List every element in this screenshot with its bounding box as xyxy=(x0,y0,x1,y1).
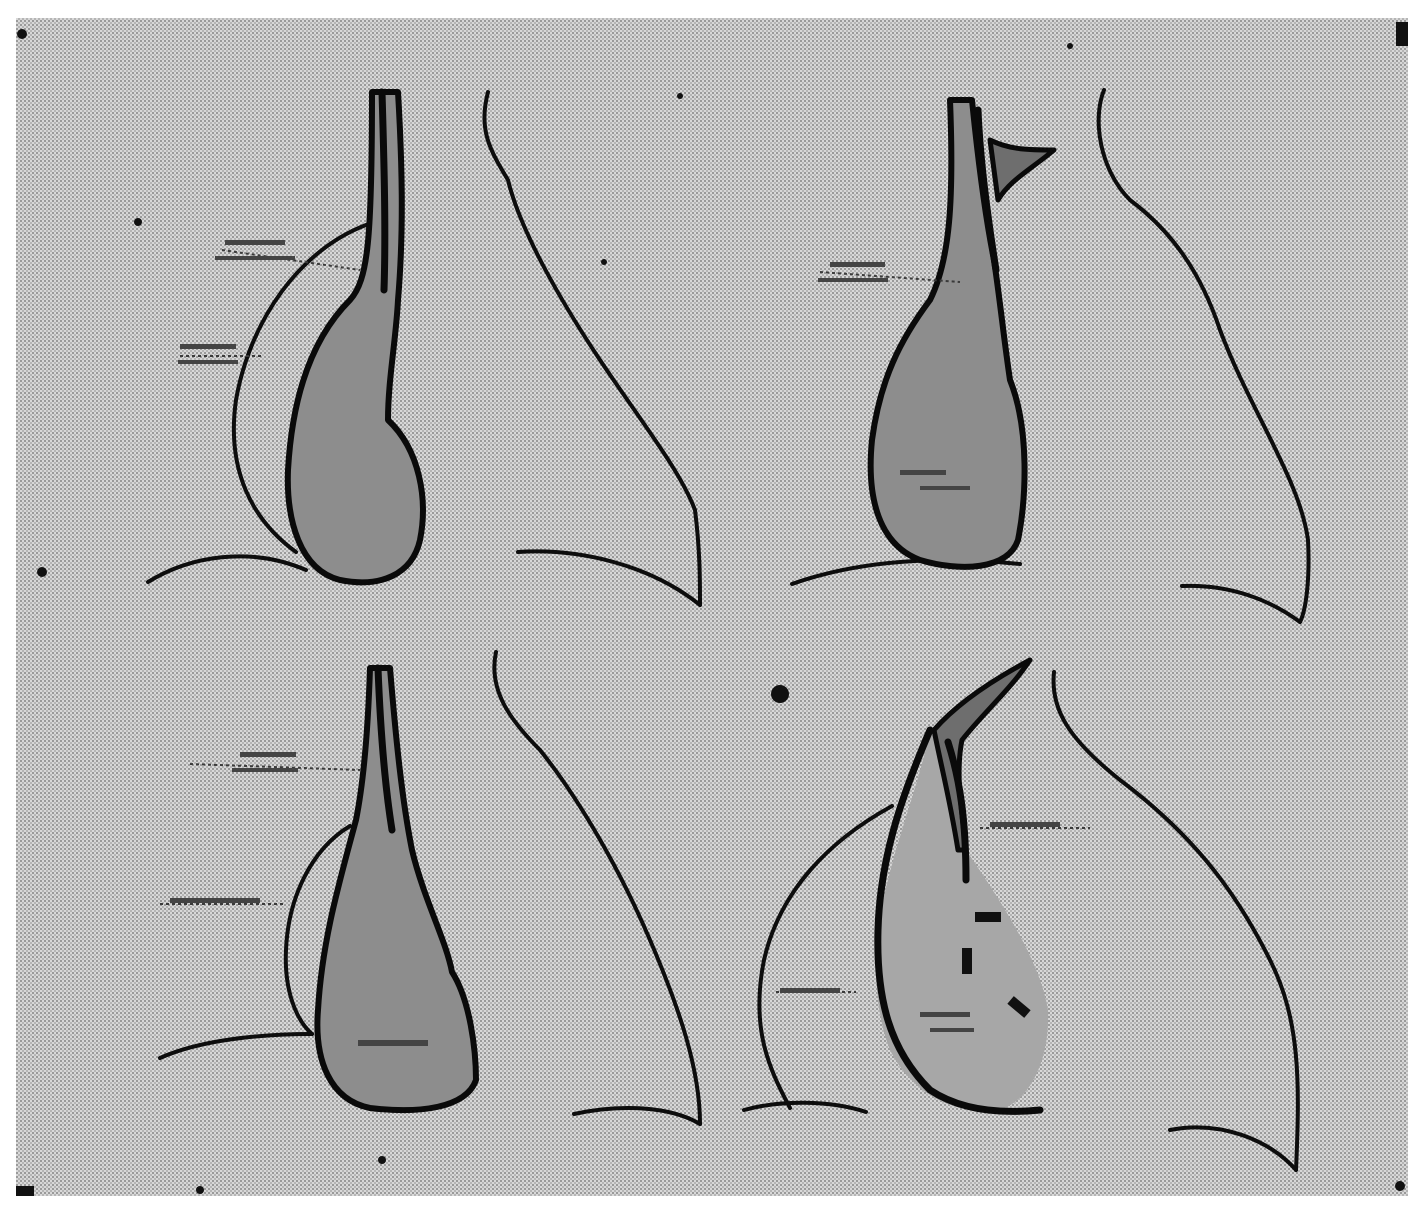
label-scribble xyxy=(920,1012,970,1017)
label-scribble xyxy=(358,1040,428,1046)
label-scribble xyxy=(232,768,298,772)
label-scribble xyxy=(990,822,1060,827)
label-scribble xyxy=(830,262,885,267)
wall-mark xyxy=(962,948,972,974)
label-scribble xyxy=(818,278,888,282)
label-scribble xyxy=(900,470,946,475)
label-scribble xyxy=(170,898,260,903)
label-scribble xyxy=(240,752,296,757)
label-scribble xyxy=(780,988,840,993)
label-scribble xyxy=(215,256,295,260)
label-scribble xyxy=(225,240,285,245)
halftone-paper xyxy=(16,18,1408,1196)
label-scribble xyxy=(178,360,238,364)
wall-mark xyxy=(975,912,1001,922)
label-scribble xyxy=(920,486,970,490)
label-scribble xyxy=(930,1028,974,1032)
label-scribble xyxy=(180,344,236,349)
duct-highlight xyxy=(382,92,385,290)
